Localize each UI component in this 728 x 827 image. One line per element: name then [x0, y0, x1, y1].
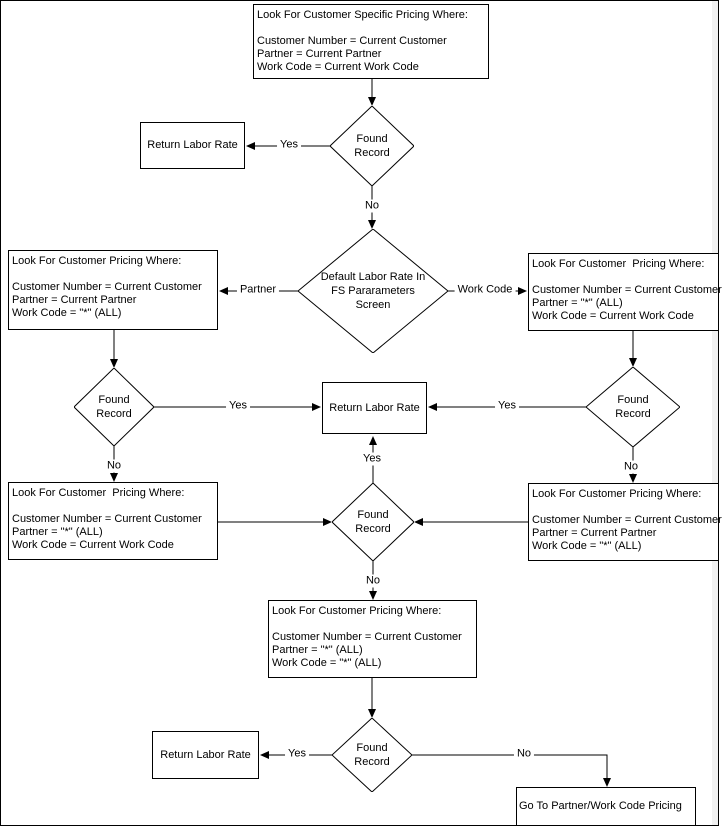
edge-start-to-found1 [368, 79, 376, 106]
diamond-label-line: Screen [355, 299, 391, 311]
node-condition: Work Code = Current Work Code [532, 310, 694, 322]
edge-rightretry-to-found4 [414, 518, 528, 526]
node-left-retry-lookup: Look For Customer Pricing Where: Custome… [8, 482, 218, 560]
node-label: Return Labor Rate [329, 401, 420, 414]
node-start-lookup: Look For Customer Specific Pricing Where… [253, 4, 489, 79]
diamond-label-line: Found [617, 394, 649, 406]
decision-default-labor-rate: Default Labor Rate In FS Pararameters Sc… [298, 229, 448, 353]
edge-label-yes-4: Yes [360, 452, 384, 466]
edge-label-yes-3: Yes [495, 399, 519, 413]
diamond-shape [330, 106, 414, 186]
edge-label-no-3: No [620, 460, 642, 474]
diamond-label: Found Record [74, 368, 154, 446]
edge-leftretry-to-found4 [218, 518, 332, 526]
node-right-retry-lookup: Look For Customer Pricing Where: Custome… [528, 483, 722, 561]
diamond-label: Found Record [332, 718, 412, 792]
right-gutter [712, 1, 718, 825]
edge-allwildcard-to-found5 [368, 678, 376, 718]
diamond-label-line: Found [98, 394, 130, 406]
node-condition: Work Code = Current Work Code [12, 539, 174, 551]
node-return-labor-rate-2: Return Labor Rate [322, 382, 427, 434]
diamond-label-line: Default Labor Rate In [320, 271, 426, 283]
diamond-shape [332, 718, 412, 792]
decision-found-record-4: Found Record [332, 483, 414, 561]
node-condition: Partner = "*" (ALL) [12, 526, 103, 538]
node-condition: Customer Number = Current Customer [532, 514, 722, 526]
edge-label-yes-1: Yes [277, 138, 301, 152]
diamond-label-line: Record [96, 408, 132, 420]
edge-label-work-code: Work Code [454, 283, 516, 297]
diamond-label: Found Record [330, 106, 414, 186]
node-return-labor-rate-1: Return Labor Rate [140, 122, 245, 169]
diamond-label-line: Found [356, 133, 388, 145]
node-condition: Customer Number = Current Customer [12, 281, 202, 293]
node-condition: Work Code = "*" (ALL) [272, 657, 382, 669]
node-all-wildcard-lookup: Look For Customer Pricing Where: Custome… [268, 600, 477, 678]
edge-workcodebox-to-found3 [629, 331, 637, 367]
edge-label-no-5: No [513, 747, 535, 761]
node-title: Look For Customer Pricing Where: [532, 258, 705, 270]
node-label: Return Labor Rate [160, 748, 251, 761]
diamond-shape [586, 367, 680, 447]
node-title: Look For Customer Specific Pricing Where… [257, 9, 468, 21]
diamond-label: Found Record [332, 483, 414, 561]
diamond-label: Found Record [586, 367, 680, 447]
node-condition: Customer Number = Current Customer [272, 631, 462, 643]
diamond-label-line: Record [354, 756, 390, 768]
edge-found5-no-to-goto [412, 754, 611, 787]
node-workcode-branch-lookup: Look For Customer Pricing Where: Custome… [528, 253, 722, 331]
decision-found-record-1: Found Record [330, 106, 414, 186]
node-condition: Partner = Current Partner [257, 48, 382, 60]
edge-label-no-4: No [362, 574, 384, 588]
node-title: Look For Customer Pricing Where: [12, 255, 182, 267]
decision-found-record-5: Found Record [332, 718, 412, 792]
node-condition: Customer Number = Current Customer [532, 284, 722, 296]
diamond-shape [332, 483, 414, 561]
diamond-label-line: Found [357, 509, 389, 521]
diamond-label: Default Labor Rate In FS Pararameters Sc… [298, 229, 448, 353]
decision-found-record-3: Found Record [586, 367, 680, 447]
node-condition: Partner = Current Partner [12, 294, 137, 306]
node-condition: Customer Number = Current Customer [257, 35, 447, 47]
node-partner-branch-lookup: Look For Customer Pricing Where: Custome… [8, 250, 218, 330]
diamond-shape [74, 368, 154, 446]
diamond-label-line: Record [354, 147, 390, 159]
edge-label-no-2: No [103, 459, 125, 473]
node-condition: Partner = Current Partner [532, 527, 657, 539]
node-label: Return Labor Rate [147, 139, 238, 151]
edge-label-yes-2: Yes [226, 399, 250, 413]
diamond-label-line: Record [615, 408, 651, 420]
edge-label-no-1: No [361, 199, 383, 213]
diamond-label-line: Found [356, 742, 388, 754]
node-condition: Partner = "*" (ALL) [272, 644, 363, 656]
node-goto-partner-workcode-pricing: Go To Partner/Work Code Pricing [516, 787, 696, 826]
edge-partnerbox-to-found2 [110, 330, 118, 368]
diamond-label-line: FS Pararameters [331, 285, 415, 297]
node-title: Look For Customer Pricing Where: [532, 488, 702, 500]
node-label: Go To Partner/Work Code Pricing [519, 800, 682, 812]
node-condition: Customer Number = Current Customer [12, 513, 202, 525]
node-condition: Partner = "*" (ALL) [532, 297, 623, 309]
diamond-shape [298, 229, 448, 353]
decision-found-record-2: Found Record [74, 368, 154, 446]
node-condition: Work Code = "*" (ALL) [532, 540, 642, 552]
edge-label-partner: Partner [236, 283, 280, 297]
node-title: Look For Customer Pricing Where: [12, 487, 185, 499]
node-condition: Work Code = Current Work Code [257, 61, 419, 73]
edge-label-yes-5: Yes [285, 747, 309, 761]
node-title: Look For Customer Pricing Where: [272, 605, 442, 617]
diamond-label-line: Record [355, 523, 391, 535]
node-condition: Work Code = "*" (ALL) [12, 307, 122, 319]
node-return-labor-rate-3: Return Labor Rate [152, 731, 259, 779]
